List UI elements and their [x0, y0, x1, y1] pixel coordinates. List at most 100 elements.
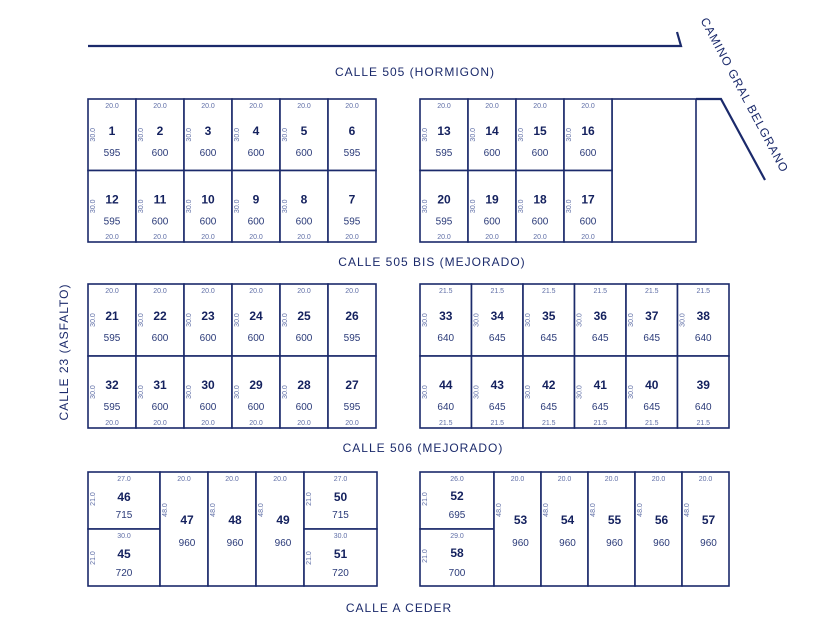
lot-12[interactable]: [87, 169, 137, 243]
lot-44[interactable]: [419, 355, 473, 429]
street-label-calle-506: CALLE 506 (MEJORADO): [343, 441, 504, 455]
lot-47[interactable]: [159, 471, 209, 587]
lot-53-number: 53: [514, 513, 528, 527]
lot-30-number: 30: [201, 378, 215, 392]
lot-18[interactable]: [515, 169, 565, 243]
lot-4-number: 4: [253, 124, 260, 138]
lot-32[interactable]: [87, 355, 137, 429]
lot-45[interactable]: [87, 528, 161, 587]
lot-2-depth: 30.0: [138, 128, 145, 142]
lot-32-area: 595: [104, 402, 121, 413]
lot-7-area: 595: [344, 217, 361, 228]
lot-8-area: 600: [296, 217, 313, 228]
lot-40-number: 40: [645, 378, 659, 392]
lot-28[interactable]: [279, 355, 329, 429]
lot-37-number: 37: [645, 309, 659, 323]
lot-31-depth: 30.0: [138, 385, 145, 399]
lot-7-frontage: 20.0: [345, 234, 359, 241]
lot-53-area: 960: [512, 538, 529, 549]
lot-11-number: 11: [154, 193, 167, 207]
lot-42[interactable]: [522, 355, 576, 429]
lot-56[interactable]: [634, 471, 683, 587]
lot-51-frontage: 30.0: [334, 533, 348, 540]
lot-55[interactable]: [587, 471, 636, 587]
lot-52[interactable]: [419, 471, 495, 530]
lot-48-frontage: 20.0: [225, 476, 239, 483]
lot-15-area: 600: [532, 148, 549, 159]
lot-51[interactable]: [303, 528, 378, 587]
lot-23-area: 600: [200, 333, 217, 344]
lot-6-frontage: 20.0: [345, 103, 359, 110]
lot-37-depth: 30.0: [628, 313, 635, 327]
lot-28-depth: 30.0: [282, 385, 289, 399]
lot-27[interactable]: [327, 355, 377, 429]
lot-53[interactable]: [493, 471, 542, 587]
lot-55-number: 55: [608, 513, 622, 527]
lot-51-depth: 21.0: [306, 551, 313, 565]
lot-39[interactable]: [676, 355, 730, 429]
lot-37[interactable]: [625, 283, 679, 357]
lot-20[interactable]: [419, 169, 469, 243]
lot-6-number: 6: [349, 124, 356, 138]
lot-25-frontage: 20.0: [297, 288, 311, 295]
lot-39-area: 640: [695, 402, 712, 413]
lot-11[interactable]: [135, 169, 185, 243]
lot-15-number: 15: [533, 124, 547, 138]
lot-24-depth: 30.0: [234, 313, 241, 327]
lot-7[interactable]: [327, 169, 377, 243]
lot-50-frontage: 27.0: [334, 476, 348, 483]
lot-23[interactable]: [183, 283, 233, 357]
lot-33[interactable]: [419, 283, 473, 357]
lot-13[interactable]: [419, 98, 469, 172]
lot-30-depth: 30.0: [186, 385, 193, 399]
lot-31-number: 31: [153, 378, 167, 392]
lot-19-frontage: 20.0: [485, 234, 499, 241]
lot-58-depth: 21.0: [422, 549, 429, 563]
lot-41[interactable]: [573, 355, 627, 429]
lot-43-area: 645: [489, 402, 506, 413]
lot-48-depth: 48.0: [210, 503, 217, 517]
lot-21-depth: 30.0: [90, 313, 97, 327]
lot-35[interactable]: [522, 283, 576, 357]
lot-13-number: 13: [437, 124, 451, 138]
lot-48[interactable]: [207, 471, 257, 587]
lot-40[interactable]: [625, 355, 679, 429]
lot-38-area: 640: [695, 333, 712, 344]
lot-14-area: 600: [484, 148, 501, 159]
lot-43[interactable]: [470, 355, 524, 429]
lot-36[interactable]: [573, 283, 627, 357]
lot-50[interactable]: [303, 471, 378, 530]
lot-24[interactable]: [231, 283, 281, 357]
lot-16[interactable]: [563, 98, 613, 172]
lot-26[interactable]: [327, 283, 377, 357]
lot-18-number: 18: [533, 193, 547, 207]
lot-55-depth: 48.0: [590, 503, 597, 517]
lot-36-depth: 30.0: [577, 313, 584, 327]
lot-28-area: 600: [296, 402, 313, 413]
lot-5[interactable]: [279, 98, 329, 172]
lot-57[interactable]: [681, 471, 730, 587]
lot-29[interactable]: [231, 355, 281, 429]
lot-27-area: 595: [344, 402, 361, 413]
lot-27-number: 27: [345, 378, 359, 392]
lot-2-frontage: 20.0: [153, 103, 167, 110]
lot-22[interactable]: [135, 283, 185, 357]
lot-34-number: 34: [491, 309, 505, 323]
lot-9[interactable]: [231, 169, 281, 243]
lot-31[interactable]: [135, 355, 185, 429]
lot-47-number: 47: [180, 513, 194, 527]
lot-34[interactable]: [470, 283, 524, 357]
lot-9-area: 600: [248, 217, 265, 228]
lot-54[interactable]: [540, 471, 589, 587]
lot-17[interactable]: [563, 169, 613, 243]
lot-28-frontage: 20.0: [297, 420, 311, 427]
lot-49-frontage: 20.0: [273, 476, 287, 483]
lot-10-number: 10: [201, 193, 215, 207]
lot-41-area: 645: [592, 402, 609, 413]
lot-40-depth: 30.0: [628, 385, 635, 399]
block-b-vacant-lot: [611, 98, 697, 243]
lot-45-frontage: 30.0: [117, 533, 131, 540]
lot-38[interactable]: [676, 283, 730, 357]
lot-49[interactable]: [255, 471, 305, 587]
lot-20-frontage: 20.0: [437, 234, 451, 241]
